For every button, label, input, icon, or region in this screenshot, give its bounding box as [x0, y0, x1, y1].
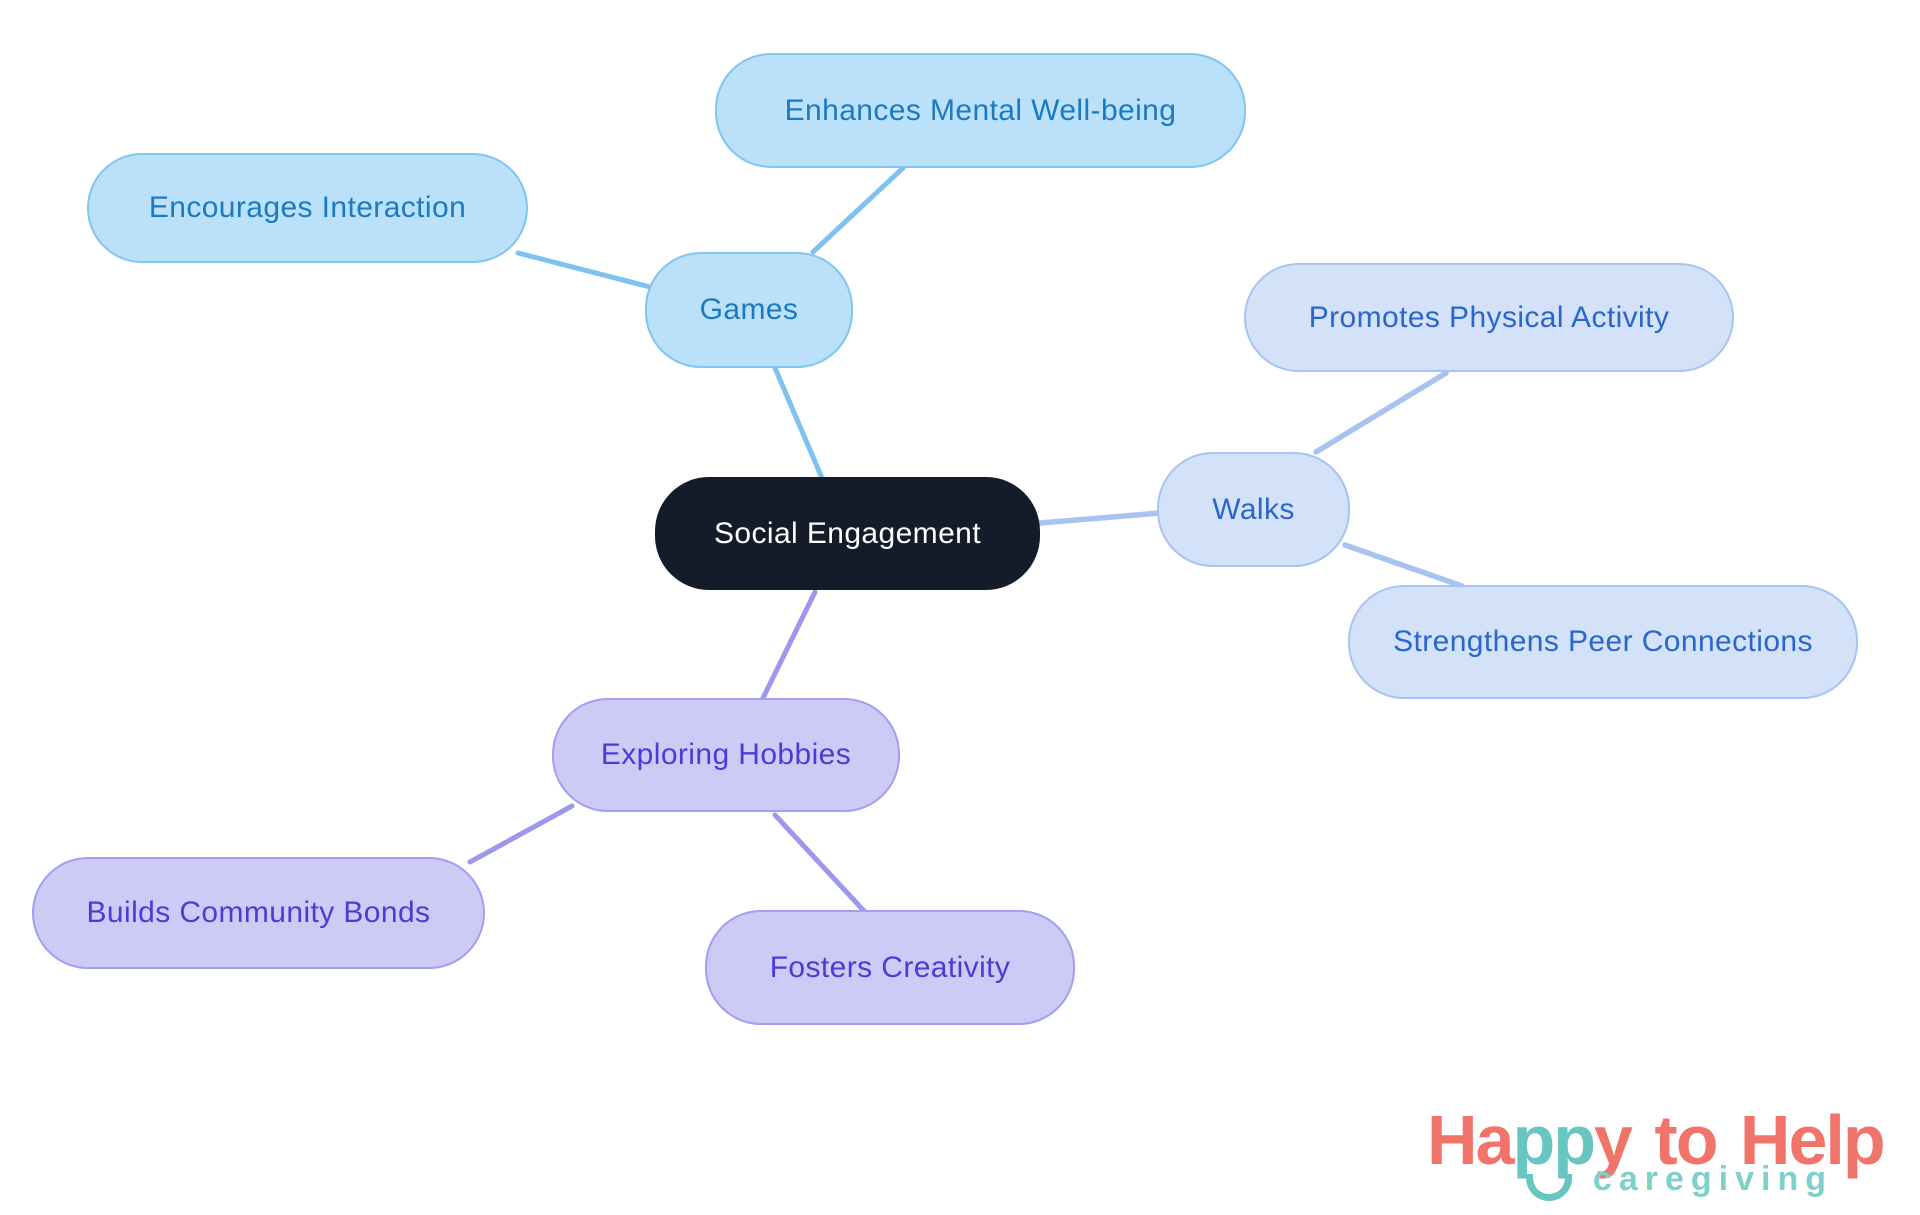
node-label: Social Engagement — [714, 516, 981, 550]
node-walks: Walks — [1157, 452, 1350, 567]
logo-word-part3: y to Help — [1594, 1101, 1886, 1179]
smile-icon — [1526, 1174, 1572, 1201]
edge-games-central — [772, 365, 825, 481]
logo-word-part2: pp — [1512, 1101, 1596, 1179]
node-exploring-hobbies: Exploring Hobbies — [552, 698, 900, 812]
node-label: Walks — [1212, 492, 1295, 526]
edge-games-encourages — [515, 250, 653, 290]
node-encourages-interaction: Encourages Interaction — [87, 153, 528, 263]
node-strengthens-peer-connections: Strengthens Peer Connections — [1348, 585, 1858, 699]
logo-word-part1: Ha — [1427, 1101, 1514, 1179]
edge-central-hobbies — [759, 589, 818, 703]
edge-walks-strengthens — [1342, 542, 1465, 589]
node-enhances-mental-wellbeing: Enhances Mental Well-being — [715, 53, 1246, 168]
logo-wordmark: Happy to Help — [1427, 1100, 1886, 1180]
node-label: Enhances Mental Well-being — [784, 93, 1177, 127]
node-fosters-creativity: Fosters Creativity — [705, 910, 1075, 1025]
node-promotes-physical-activity: Promotes Physical Activity — [1244, 263, 1734, 372]
edge-hobbies-builds — [467, 803, 575, 865]
node-label: Encourages Interaction — [148, 191, 467, 224]
node-label: Exploring Hobbies — [600, 738, 852, 771]
happy-to-help-logo: Happy to Help caregiving — [1427, 1100, 1890, 1210]
node-label: Games — [699, 293, 799, 326]
node-label: Strengthens Peer Connections — [1393, 625, 1813, 658]
edge-games-enhances — [810, 165, 906, 255]
node-label: Promotes Physical Activity — [1308, 300, 1670, 334]
edge-central-walks — [1037, 510, 1163, 526]
node-builds-community-bonds: Builds Community Bonds — [32, 857, 485, 969]
node-games: Games — [645, 252, 853, 368]
node-label: Builds Community Bonds — [86, 896, 431, 929]
edge-walks-promotes — [1313, 370, 1449, 455]
node-social-engagement-root: Social Engagement — [655, 477, 1040, 590]
node-label: Fosters Creativity — [769, 950, 1011, 984]
logo-tagline: caregiving — [1592, 1160, 1833, 1198]
edge-hobbies-fosters — [772, 812, 868, 915]
